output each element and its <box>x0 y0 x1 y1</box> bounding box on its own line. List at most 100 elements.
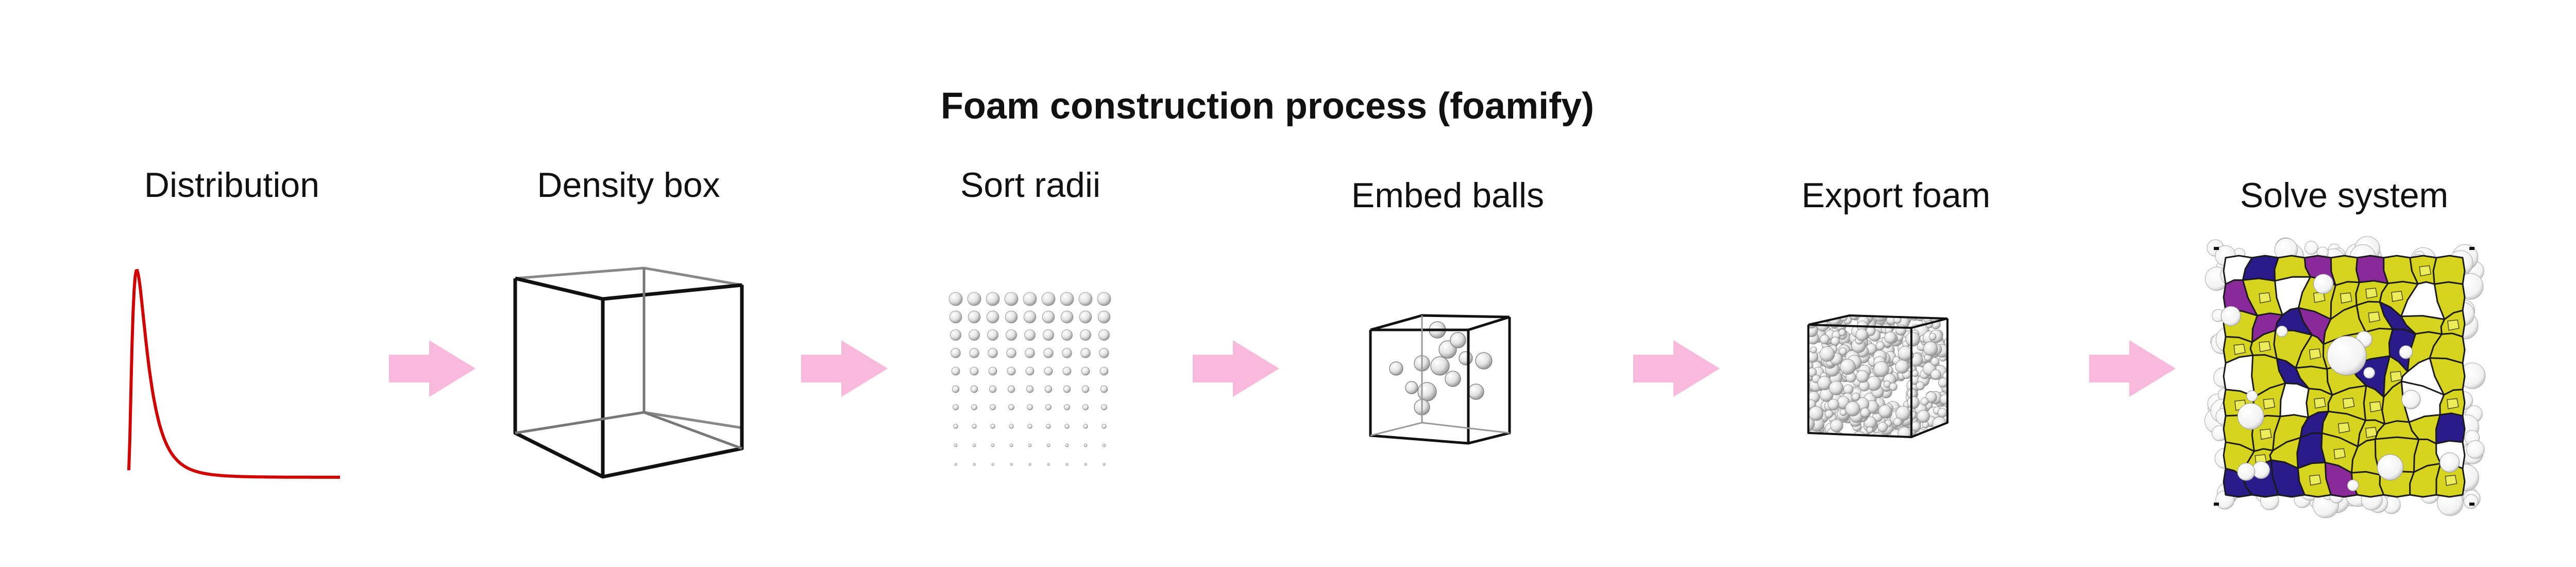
foam-facet <box>2314 397 2326 409</box>
packed-ball <box>1855 328 1868 341</box>
packed-ball <box>1845 401 1860 416</box>
sorted-sphere <box>990 404 996 410</box>
embedded-ball <box>1459 351 1473 365</box>
sorted-sphere <box>1024 329 1036 341</box>
sorted-sphere <box>1080 348 1091 358</box>
sorted-sphere <box>1064 404 1070 410</box>
sorted-sphere <box>1060 292 1074 306</box>
foam-sphere <box>2327 336 2367 376</box>
sorted-sphere <box>991 463 994 466</box>
packed-ball <box>1942 433 1947 437</box>
packed-ball <box>1889 382 1897 391</box>
step-label-export-foam: Export foam <box>1801 176 1991 215</box>
sorted-sphere <box>972 424 977 429</box>
sorted-sphere <box>1028 463 1031 466</box>
step-arrow-icon <box>389 340 476 397</box>
sorted-sphere <box>950 329 961 341</box>
packed-ball <box>1838 329 1846 337</box>
foam-facet <box>2340 292 2352 304</box>
step-label-solve-system: Solve system <box>2240 176 2449 215</box>
packed-ball <box>1820 334 1830 344</box>
sorted-sphere <box>989 385 997 393</box>
sorted-sphere <box>1007 385 1015 393</box>
packed-ball <box>1897 346 1913 361</box>
packed-ball <box>1930 357 1940 366</box>
sorted-sphere <box>1083 424 1088 429</box>
packed-ball <box>1938 377 1947 388</box>
sorted-sphere <box>1028 443 1032 447</box>
boundary-sphere <box>2464 494 2479 509</box>
foam-facet <box>2337 422 2350 433</box>
packed-ball <box>1808 368 1817 377</box>
packed-ball <box>1916 381 1925 391</box>
packed-ball <box>1943 430 1947 437</box>
step-label-density-box: Density box <box>537 165 720 205</box>
sorted-sphere <box>1007 366 1016 376</box>
sorted-sphere <box>1081 366 1090 376</box>
sorted-sphere <box>1046 424 1051 429</box>
sorted-sphere <box>1008 404 1014 410</box>
packed-ball <box>1929 333 1937 341</box>
embedded-ball <box>1389 361 1403 376</box>
step-label-sort-radii: Sort radii <box>960 165 1101 205</box>
foam-corner-mark <box>2214 247 2219 250</box>
packed-ball <box>1808 416 1815 432</box>
sorted-sphere <box>1009 424 1014 429</box>
foam-facet <box>2369 401 2382 412</box>
sorted-sphere <box>1023 310 1037 324</box>
packed-ball <box>1824 409 1834 419</box>
packed-ball <box>1946 429 1947 436</box>
packed-ball <box>1827 398 1839 411</box>
foam-facet <box>2365 288 2378 299</box>
sorted-sphere <box>1083 443 1088 447</box>
packed-ball <box>1920 397 1929 406</box>
packed-ball <box>1897 427 1912 437</box>
packed-ball <box>1814 433 1822 437</box>
packed-ball <box>1831 337 1840 346</box>
foam-facet <box>2260 428 2272 440</box>
step-arrow-icon <box>1193 340 1279 397</box>
embedded-ball <box>1468 383 1484 400</box>
sorted-sphere <box>1084 463 1087 466</box>
sorted-sphere <box>954 443 958 447</box>
foam-sphere <box>2237 403 2264 430</box>
packed-ball <box>1917 410 1930 423</box>
packed-ball <box>1895 360 1909 374</box>
packed-ball <box>1830 419 1843 432</box>
packed-ball <box>1895 406 1911 421</box>
sorted-sphere <box>970 366 979 376</box>
sorted-sphere <box>1101 404 1107 410</box>
sorted-sphere <box>1026 385 1034 393</box>
packed-ball <box>1808 315 1818 329</box>
packed-ball <box>1840 359 1856 375</box>
sorted-sphere <box>1027 404 1033 410</box>
sorted-sphere <box>1043 348 1054 358</box>
step-label-distribution: Distribution <box>144 165 320 205</box>
sorted-sphere <box>1078 292 1093 306</box>
sorted-sphere <box>951 366 960 376</box>
sorted-sphere <box>969 348 979 358</box>
sorted-sphere <box>1004 292 1019 306</box>
packed-ball <box>1808 406 1824 421</box>
packed-ball <box>1907 396 1920 409</box>
sorted-sphere <box>1065 463 1069 466</box>
foam-sphere <box>2377 454 2403 481</box>
foam-facet <box>2263 398 2276 410</box>
sorted-sphere <box>1102 443 1106 447</box>
foam-sphere <box>2399 345 2413 359</box>
foam-sphere <box>2439 452 2460 473</box>
sorted-sphere <box>1100 385 1108 393</box>
boundary-sphere <box>2304 241 2318 255</box>
packed-ball <box>1937 435 1945 437</box>
sorted-sphere <box>1080 329 1091 341</box>
packed-ball <box>1878 404 1892 418</box>
foam-sphere <box>2221 306 2241 326</box>
sorted-sphere <box>1101 424 1107 429</box>
foam-facet <box>2309 474 2321 486</box>
packed-ball <box>1937 408 1947 418</box>
packed-ball <box>1911 370 1919 377</box>
sorted-sphere <box>1063 385 1071 393</box>
packed-ball <box>1844 435 1855 437</box>
packed-ball <box>1819 346 1835 362</box>
sorted-sphere <box>1042 310 1055 324</box>
